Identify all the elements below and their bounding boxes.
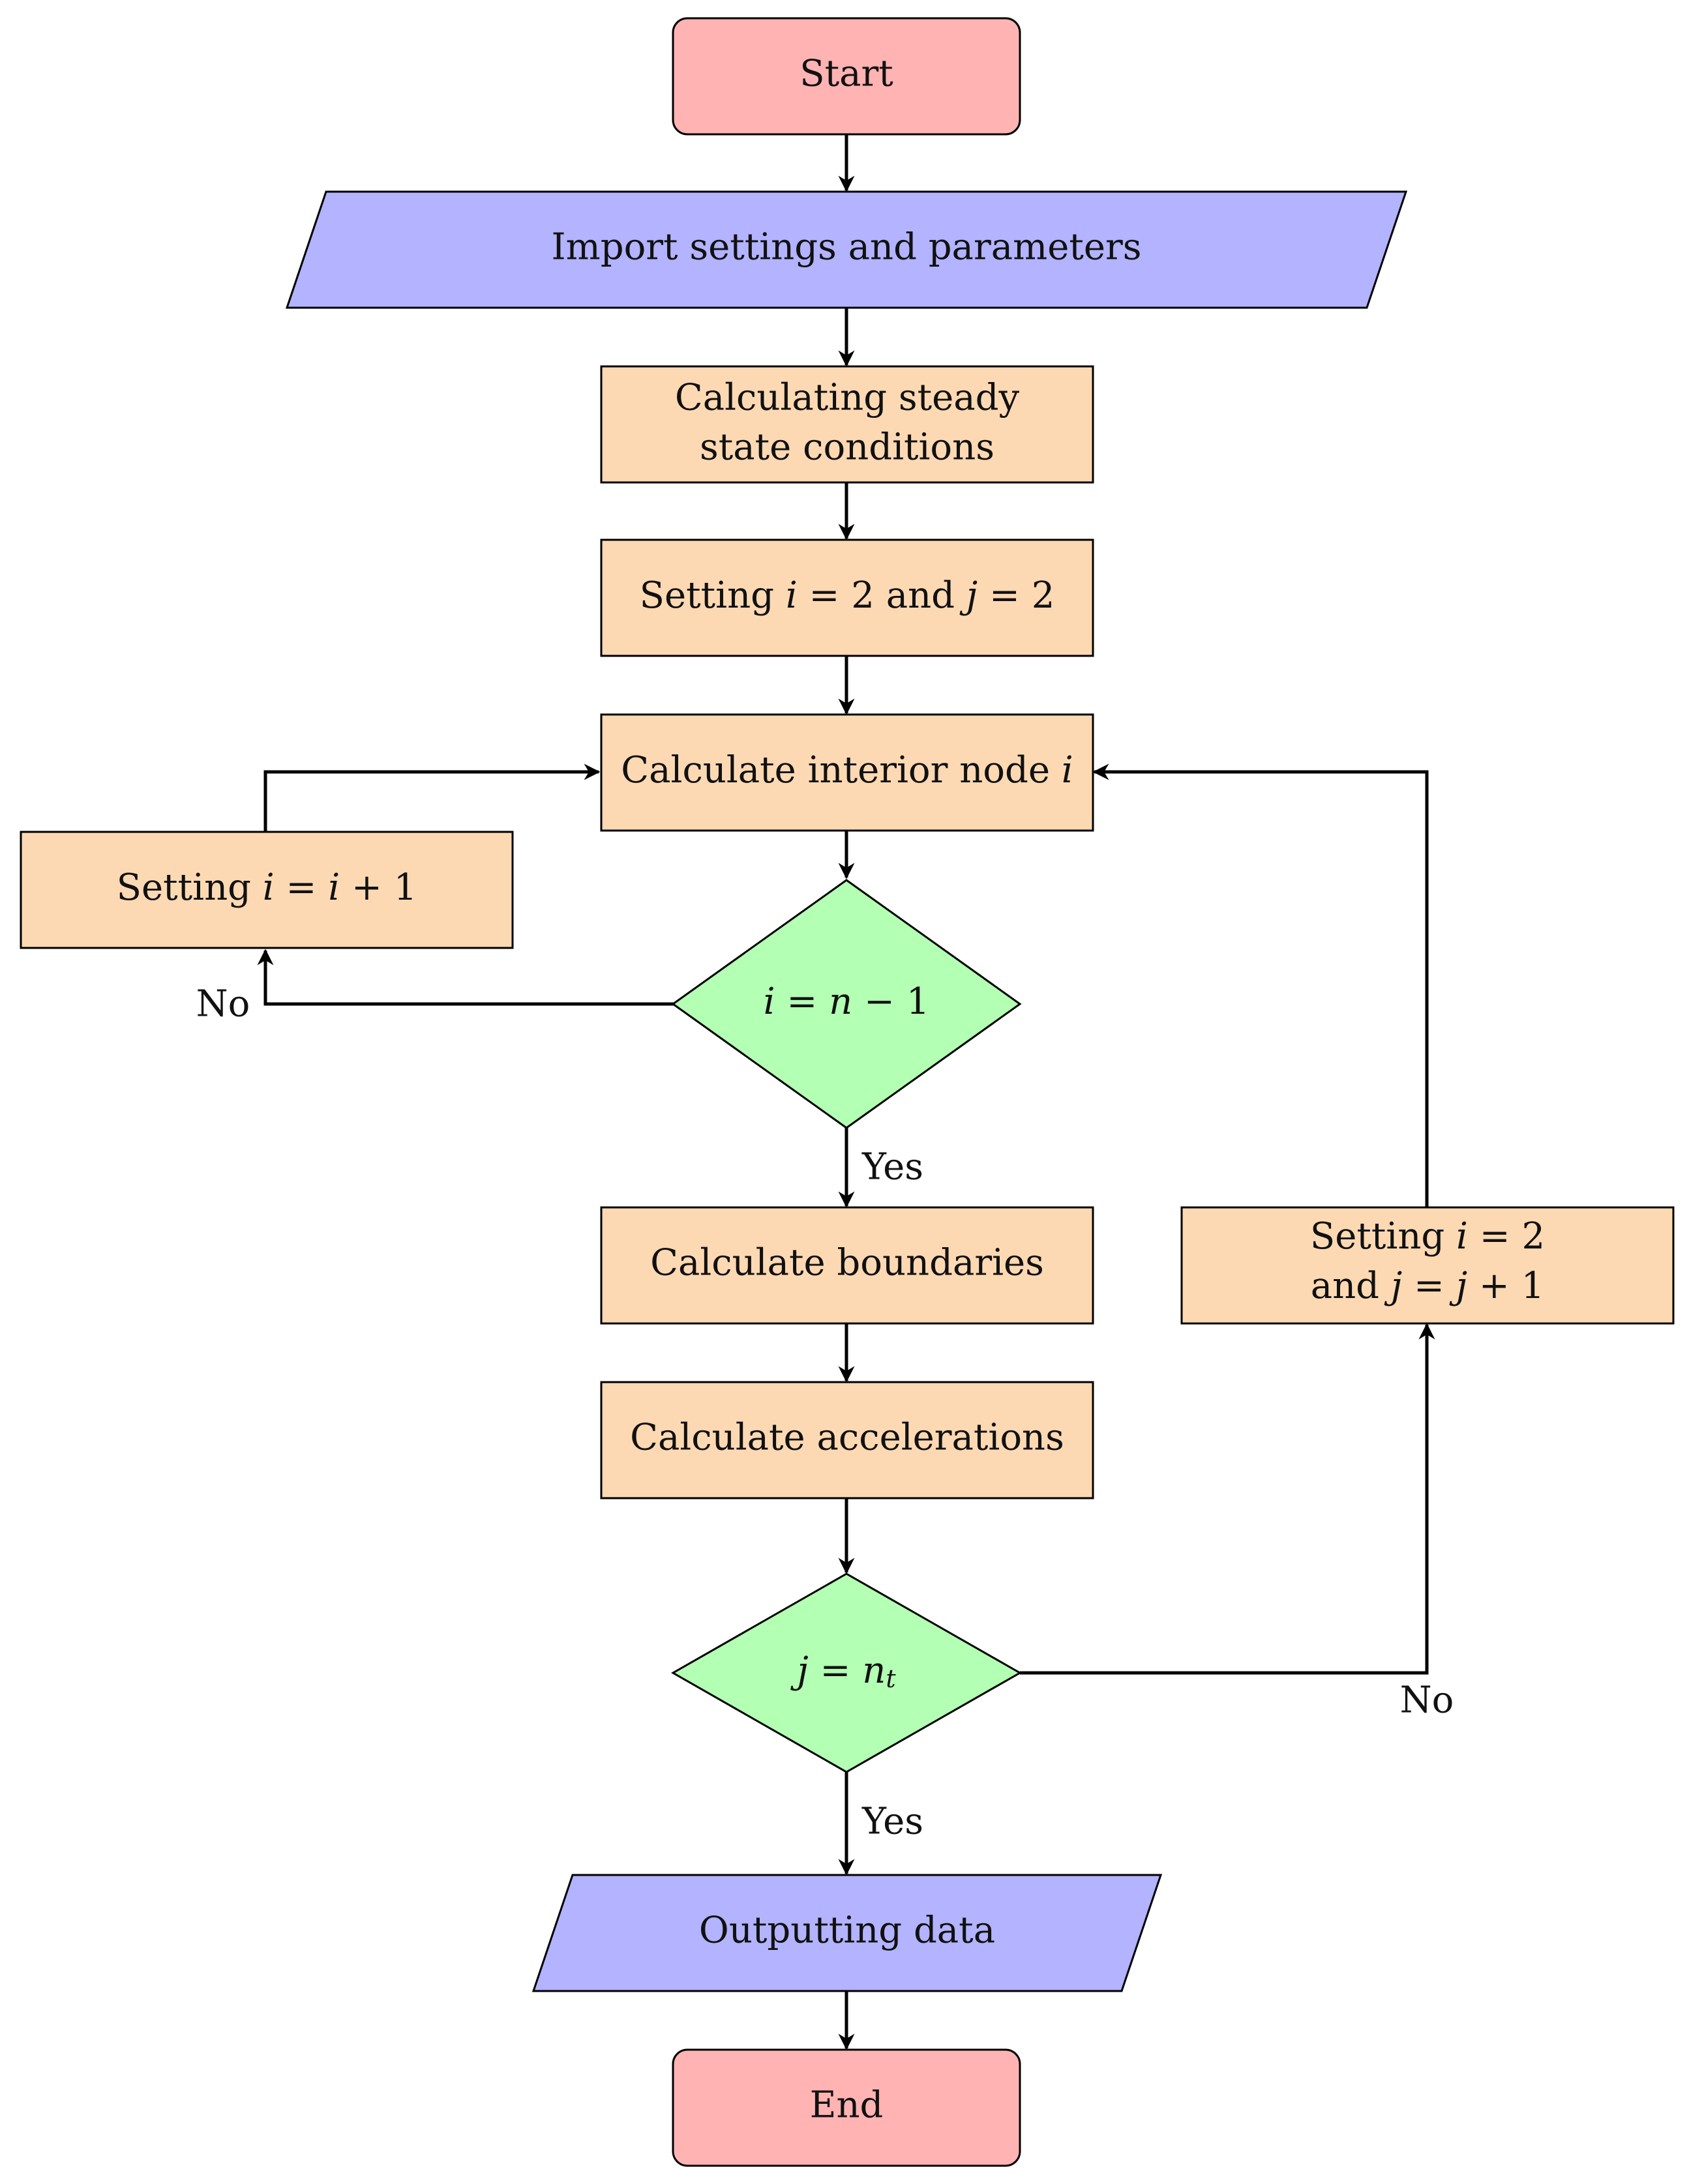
node-shapes xyxy=(20,17,1675,2167)
interior-node-var-i: i xyxy=(1062,749,1073,791)
setting-init-var-i: i xyxy=(786,574,798,617)
output-io-shape xyxy=(531,1874,1163,1992)
increment-prefix: Setting xyxy=(117,866,263,909)
arrow-decision-i-no-to-increment xyxy=(257,949,674,1006)
decision-j-sub-t: t xyxy=(886,1664,896,1693)
decision-i-eq: = xyxy=(775,981,830,1023)
boundaries-label: Calculate boundaries xyxy=(650,1242,1044,1284)
decision-j-eq: = xyxy=(809,1649,863,1692)
interior-node-label: Calculate interior node i xyxy=(621,749,1073,791)
interior-node-text: Calculate interior node xyxy=(621,749,1061,791)
decision-j-yes-label: Yes xyxy=(861,1801,923,1843)
accelerations-label: Calculate accelerations xyxy=(630,1417,1064,1459)
decision-j-label: j = nt xyxy=(790,1649,896,1693)
steady-state-label-line2: state conditions xyxy=(700,426,994,469)
increment-eq: = xyxy=(275,866,329,909)
decision-i-suffix: − 1 xyxy=(852,981,929,1023)
reset-line1-prefix: Setting xyxy=(1310,1215,1456,1258)
reset-line2-suffix: + 1 xyxy=(1467,1265,1544,1307)
start-terminal-shape xyxy=(672,17,1021,136)
accelerations-process-shape xyxy=(600,1381,1094,1499)
increment-label: Setting i = i + 1 xyxy=(117,866,417,909)
setting-init-prefix: Setting xyxy=(640,574,786,617)
interior-node-process-shape xyxy=(600,713,1094,832)
setting-init-eq1: = 2 and xyxy=(798,574,966,617)
decision-i-label: i = n − 1 xyxy=(764,981,930,1023)
decision-j-var-n: n xyxy=(862,1649,886,1692)
increment-process-shape xyxy=(20,831,514,949)
setting-init-eq2: = 2 xyxy=(978,574,1054,617)
start-label: Start xyxy=(800,53,893,95)
arrow-increment-to-interior-node xyxy=(263,763,601,832)
reset-line1-var-i: i xyxy=(1456,1215,1468,1258)
output-label: Outputting data xyxy=(699,1910,995,1952)
steady-state-label-line1: Calculating steady xyxy=(675,377,1020,419)
decision-j-no-label: No xyxy=(1400,1679,1454,1722)
reset-label-line2: and j = j + 1 xyxy=(1311,1265,1545,1307)
increment-suffix: + 1 xyxy=(340,866,417,909)
edge-labels: No Yes No Yes xyxy=(196,983,1454,1843)
reset-line2-prefix: and xyxy=(1311,1265,1391,1307)
reset-line2-eq: = xyxy=(1402,1265,1456,1307)
reset-line1-eq: = 2 xyxy=(1468,1215,1545,1258)
node-labels: Start Import settings and parameters Cal… xyxy=(117,53,1545,2127)
boundaries-process-shape xyxy=(600,1206,1094,1325)
connectors xyxy=(257,134,1435,2050)
import-label: Import settings and parameters xyxy=(552,226,1142,269)
decision-i-var-n: n xyxy=(829,981,852,1023)
increment-var-i: i xyxy=(263,866,275,909)
setting-init-label: Setting i = 2 and j = 2 xyxy=(640,574,1055,617)
setting-init-process-shape xyxy=(600,539,1094,657)
decision-i-yes-label: Yes xyxy=(861,1146,923,1188)
reset-process-shape xyxy=(1180,1206,1675,1325)
decision-i-no-label: No xyxy=(196,983,250,1026)
decision-i-shape xyxy=(671,879,1022,1129)
arrow-reset-to-interior-node xyxy=(1092,763,1429,1207)
end-label: End xyxy=(810,2084,884,2127)
end-terminal-shape xyxy=(672,2048,1021,2167)
decision-j-shape xyxy=(670,1572,1023,1773)
import-io-shape xyxy=(285,190,1408,309)
steady-state-process-shape xyxy=(600,365,1094,484)
decision-i-var-i: i xyxy=(764,981,775,1023)
arrow-decision-j-no-to-reset xyxy=(1020,1323,1435,1675)
reset-label-line1: Setting i = 2 xyxy=(1310,1215,1545,1258)
increment-var-i2: i xyxy=(328,866,340,909)
